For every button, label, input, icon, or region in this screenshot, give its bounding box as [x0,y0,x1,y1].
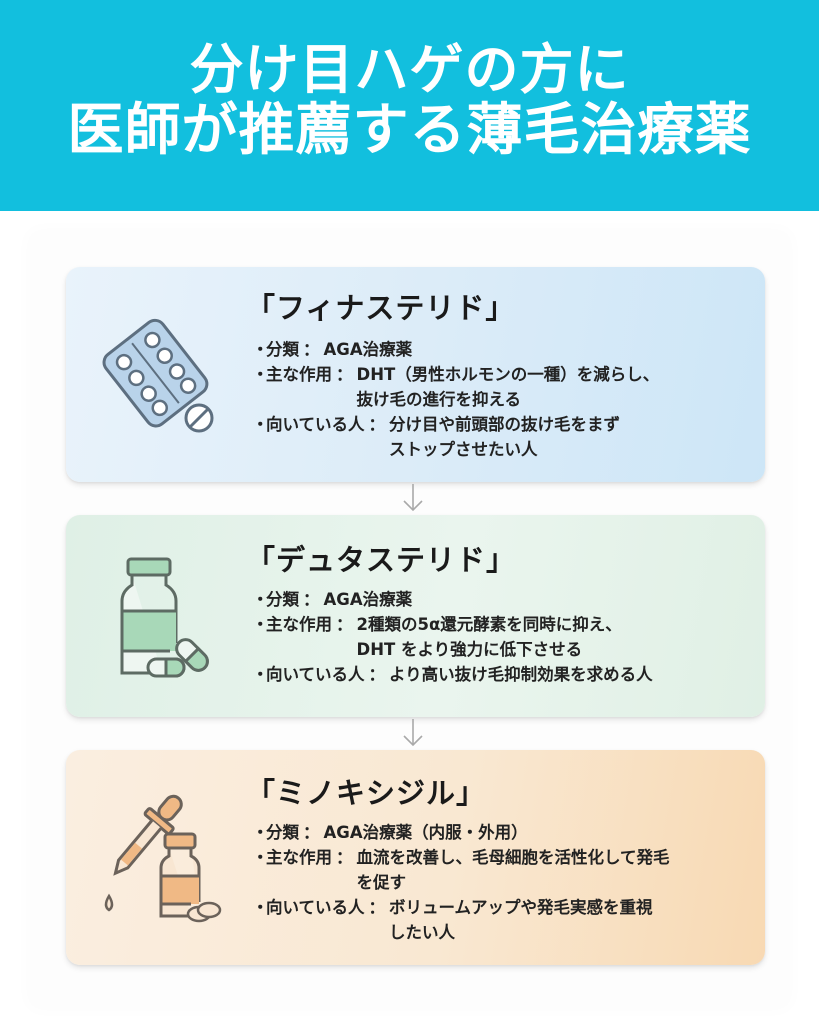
detail-suitable-for: ・ 向いている人 ： より高い抜け毛抑制効果を求める人 [252,662,653,687]
pill-blister-pack-icon [90,267,230,482]
bullet: ・ [252,415,269,434]
detail-main-effect: ・ 主な作用 ： 2種類の5α還元酵素を同時に抑え、 DHT をより強力に低下さ… [252,612,653,662]
bullet: ・ [252,365,269,384]
drug-name: 「フィナステリド」 [246,291,516,325]
detail-main-effect: ・ 主な作用 ： 血流を改善し、毛母細胞を活性化して発毛 を促す [252,845,670,895]
detail-label: 分類 [266,590,299,609]
detail-classification: ・ 分類 ： AGA治療薬 [252,587,653,612]
separator: ： [336,615,353,634]
separator: ： [303,340,320,359]
bullet: ・ [252,340,269,359]
detail-value: AGA治療薬 [323,590,413,609]
bullet: ・ [252,665,269,684]
detail-label: 分類 [266,823,299,842]
detail-value: より高い抜け毛抑制効果を求める人 [389,665,653,684]
drug-name: 「ミノキシジル」 [246,776,487,810]
bullet: ・ [252,848,269,867]
detail-main-effect: ・ 主な作用 ： DHT（男性ホルモンの一種）を減らし、 抜け毛の進行を抑える [252,362,659,412]
separator: ： [368,898,386,917]
detail-suitable-for: ・ 向いている人 ： ボリュームアップや発毛実感を重視 したい人 [252,895,670,945]
detail-label: 主な作用 [266,365,332,384]
detail-classification: ・ 分類 ： AGA治療薬 [252,337,659,362]
bullet: ・ [252,615,269,634]
bullet: ・ [252,590,269,609]
detail-value: AGA治療薬 [323,340,413,359]
detail-label: 向いている人 [266,415,365,434]
separator: ： [303,590,320,609]
medicine-bottle-capsule-icon [90,515,230,717]
drug-card-dutasteride: 「デュタステリド」 ・ 分類 ： AGA治療薬 ・ 主な作用 ： 2種類の5α還… [66,515,765,717]
dropper-bottle-tablet-icon [90,750,230,965]
detail-label: 向いている人 [266,665,365,684]
page-title-line-1: 分け目ハゲの方に [189,37,630,101]
separator: ： [303,823,320,842]
drug-card-minoxidil: 「ミノキシジル」 ・ 分類 ： AGA治療薬（内服・外用） ・ 主な作用 ： 血… [66,750,765,965]
separator: ： [368,665,386,684]
detail-value: ボリュームアップや発毛実感を重視 したい人 [389,898,653,942]
detail-classification: ・ 分類 ： AGA治療薬（内服・外用） [252,820,670,845]
drug-details: ・ 分類 ： AGA治療薬 ・ 主な作用 ： 2種類の5α還元酵素を同時に抑え、… [252,587,653,687]
detail-value: 分け目や前頭部の抜け毛をまず ストップさせたい人 [389,415,621,459]
detail-suitable-for: ・ 向いている人 ： 分け目や前頭部の抜け毛をまず ストップさせたい人 [252,412,659,462]
detail-label: 主な作用 [266,615,332,634]
detail-value: AGA治療薬（内服・外用） [323,823,528,842]
drug-details: ・ 分類 ： AGA治療薬 ・ 主な作用 ： DHT（男性ホルモンの一種）を減ら… [252,337,659,462]
detail-value: 血流を改善し、毛母細胞を活性化して発毛 を促す [356,848,670,892]
detail-label: 向いている人 [266,898,365,917]
separator: ： [368,415,386,434]
detail-label: 主な作用 [266,848,332,867]
down-arrow-icon [398,719,428,751]
title-banner: 分け目ハゲの方に 医師が推薦する薄毛治療薬 [0,0,819,211]
drug-name: 「デュタステリド」 [246,543,517,577]
separator: ： [336,848,353,867]
bullet: ・ [252,823,269,842]
drug-card-finasteride: 「フィナステリド」 ・ 分類 ： AGA治療薬 ・ 主な作用 ： DHT（男性ホ… [66,267,765,482]
down-arrow-icon [398,484,428,516]
detail-value: 2種類の5α還元酵素を同時に抑え、 DHT をより強力に低下させる [356,615,622,659]
detail-value: DHT（男性ホルモンの一種）を減らし、 抜け毛の進行を抑える [356,365,660,409]
separator: ： [336,365,353,384]
bullet: ・ [252,898,269,917]
drug-details: ・ 分類 ： AGA治療薬（内服・外用） ・ 主な作用 ： 血流を改善し、毛母細… [252,820,670,945]
page-title-line-2: 医師が推薦する薄毛治療薬 [67,98,752,164]
detail-label: 分類 [266,340,299,359]
